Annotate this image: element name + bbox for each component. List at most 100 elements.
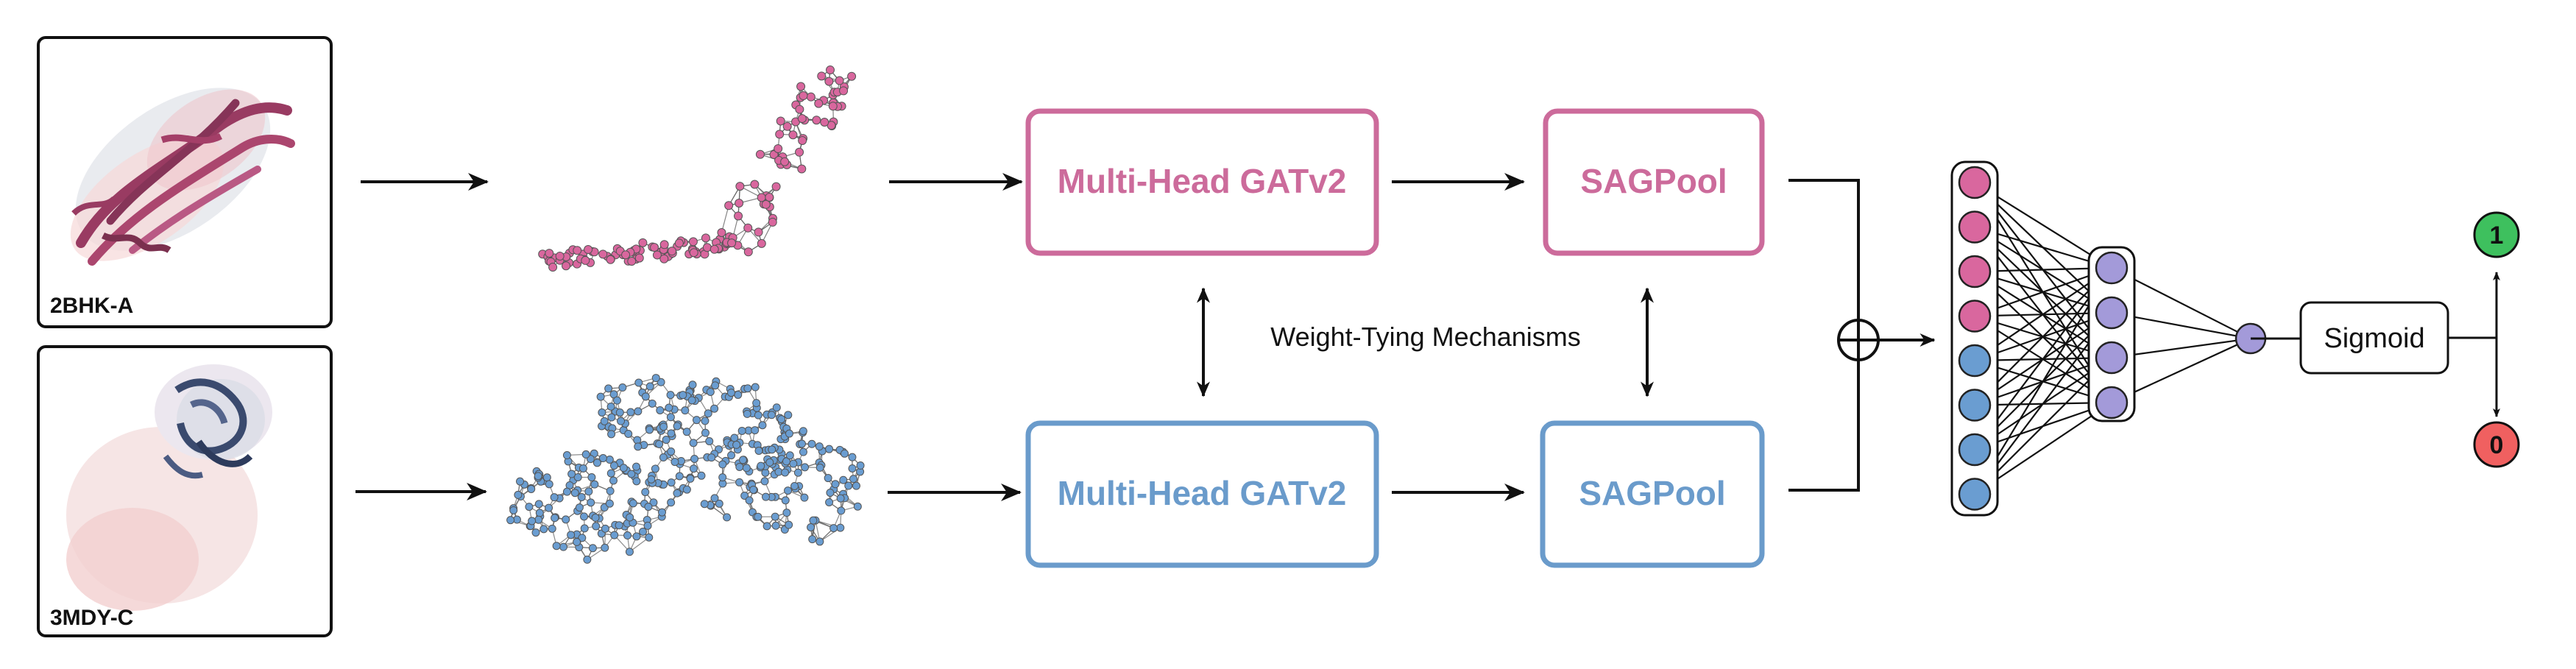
graph-node <box>754 446 763 455</box>
graph-node <box>612 396 621 405</box>
graph-node <box>702 243 712 252</box>
graph-node <box>658 508 667 517</box>
mlp-hidden-node <box>2095 251 2129 285</box>
graph-node <box>852 481 860 490</box>
mlp-network <box>1950 160 2267 517</box>
graph-node <box>619 464 628 472</box>
gat-label-top: Multi-Head GATv2 <box>1058 162 1347 200</box>
graph-node <box>673 422 682 431</box>
graph-node <box>752 399 761 408</box>
graph-node <box>655 439 664 448</box>
mlp-input-node <box>1958 300 1992 333</box>
graph-node <box>674 238 684 248</box>
sagpool-label-bottom: SAGPool <box>1579 474 1725 512</box>
mlp-hidden-layer <box>2087 246 2136 422</box>
graph-node <box>785 429 793 438</box>
graph-node <box>737 426 746 435</box>
graph-node <box>644 503 653 512</box>
graph-node <box>601 524 609 533</box>
graph-node <box>600 417 609 425</box>
graph-node <box>740 492 749 500</box>
graph-node <box>615 521 623 530</box>
graph-node <box>643 521 652 530</box>
graph-node <box>662 436 670 445</box>
graph-node <box>734 390 743 399</box>
mlp-input-node <box>1958 255 1992 289</box>
protein-label-bottom: 3MDY-C <box>50 606 133 630</box>
graph-node <box>769 150 779 160</box>
graph-node <box>836 523 845 532</box>
graph-node <box>666 391 675 400</box>
graph-node <box>567 470 576 478</box>
graph-node <box>848 453 857 461</box>
graph-node <box>808 535 817 544</box>
graph-node <box>626 408 635 417</box>
graph-node <box>782 457 791 466</box>
graph-node <box>826 66 835 75</box>
graph-node <box>705 437 714 446</box>
graph-node <box>555 251 565 261</box>
protein-panel-bottom: 3MDY-C <box>37 345 333 637</box>
graph-node <box>652 250 662 260</box>
graph-node <box>578 464 587 472</box>
graph-node <box>591 513 600 522</box>
graph-node <box>775 130 785 139</box>
graph-node <box>704 409 712 418</box>
graph-node <box>795 105 804 114</box>
graph-node <box>798 439 807 448</box>
graph-node <box>581 255 590 265</box>
graph-node <box>609 461 618 470</box>
graph-node <box>623 531 632 540</box>
graph-node <box>506 516 515 525</box>
graph-node <box>784 411 793 420</box>
graph-node <box>682 485 691 494</box>
graph-node <box>562 451 571 460</box>
graph-node <box>798 136 807 146</box>
graph-node <box>727 238 737 248</box>
sagpool-box-top: SAGPool <box>1543 108 1765 256</box>
graph-node <box>596 392 605 401</box>
graph-node <box>849 475 858 484</box>
graph-node <box>627 470 636 478</box>
graph-node <box>743 223 753 233</box>
graph-node <box>772 403 781 412</box>
graph-node <box>606 402 615 411</box>
graph-node <box>755 149 765 159</box>
graph-node <box>604 384 613 393</box>
graph-node <box>651 464 659 473</box>
graph-node <box>710 494 719 503</box>
graph-node <box>531 528 540 537</box>
graph-node <box>812 116 821 125</box>
mlp-input-node <box>1958 389 1992 422</box>
graph-node <box>607 430 616 439</box>
graph-node <box>534 515 543 524</box>
graph-node <box>659 453 668 461</box>
protein-graph-top <box>538 66 857 272</box>
graph-node <box>801 463 810 472</box>
mlp-hidden-node <box>2095 386 2129 420</box>
graph-node <box>545 480 553 489</box>
graph-node <box>774 144 783 153</box>
sigmoid-label: Sigmoid <box>2324 323 2424 354</box>
graph-node <box>689 439 698 447</box>
graph-node <box>797 114 807 124</box>
circle-plus-icon <box>1837 319 1880 361</box>
graph-node <box>751 383 760 392</box>
graph-node <box>782 509 791 517</box>
graph-node <box>776 116 785 126</box>
graph-node <box>575 503 584 512</box>
graph-node <box>649 498 658 507</box>
graph-node <box>790 481 799 490</box>
graph-node <box>641 488 650 497</box>
graph-node <box>681 406 690 415</box>
graph-node <box>797 164 807 174</box>
graph-node <box>525 503 534 512</box>
graph-node <box>625 548 634 556</box>
graph-node <box>675 472 684 481</box>
graph-node <box>757 193 766 202</box>
graph-node <box>743 247 753 257</box>
graph-node <box>710 404 719 413</box>
graph-node <box>809 516 818 525</box>
graph-node <box>667 447 676 456</box>
graph-node <box>848 464 857 472</box>
